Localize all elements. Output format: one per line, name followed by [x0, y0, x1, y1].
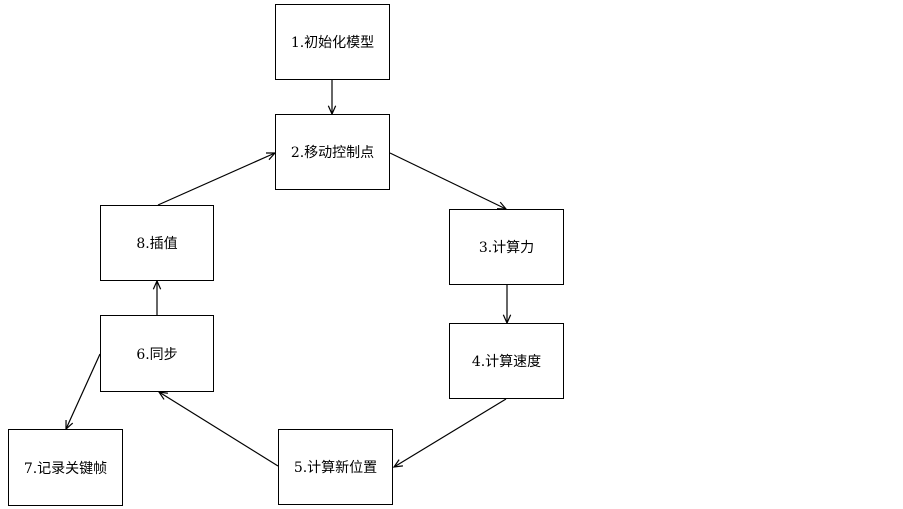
- node-sync-label: 6.同步: [136, 346, 178, 363]
- arrow-n4-to-n5: [393, 398, 507, 468]
- node-init-model-label: 1.初始化模型: [290, 35, 375, 51]
- arrow-n6-to-n7: [65, 353, 101, 430]
- node-compute-new-position-label: 5.计算新位置: [293, 460, 378, 476]
- node-interpolate: 8.插值: [100, 205, 214, 281]
- node-init-model: 1.初始化模型: [275, 4, 390, 80]
- node-record-keyframe-label: 7.记录关键帧: [23, 460, 108, 477]
- node-compute-velocity-label: 4.计算速度: [471, 354, 542, 370]
- arrowhead-n4-to-n5: [392, 459, 404, 468]
- node-compute-force-label: 3.计算力: [478, 240, 535, 256]
- arrowhead-n6-to-n8: [152, 279, 162, 290]
- arrowhead-n5-to-n6: [157, 391, 168, 400]
- node-sync: 6.同步: [100, 315, 214, 392]
- arrow-n2-to-n3: [389, 152, 507, 210]
- arrow-n5-to-n6: [158, 391, 279, 467]
- node-compute-velocity: 4.计算速度: [449, 323, 564, 399]
- node-compute-new-position: 5.计算新位置: [278, 429, 393, 505]
- node-compute-force: 3.计算力: [449, 209, 564, 285]
- arrow-n8-to-n2: [157, 152, 276, 206]
- node-record-keyframe: 7.记录关键帧: [8, 429, 123, 506]
- node-move-control-points: 2.移动控制点: [275, 114, 390, 190]
- node-move-control-points-label: 2.移动控制点: [290, 145, 375, 161]
- node-interpolate-label: 8.插值: [136, 236, 178, 252]
